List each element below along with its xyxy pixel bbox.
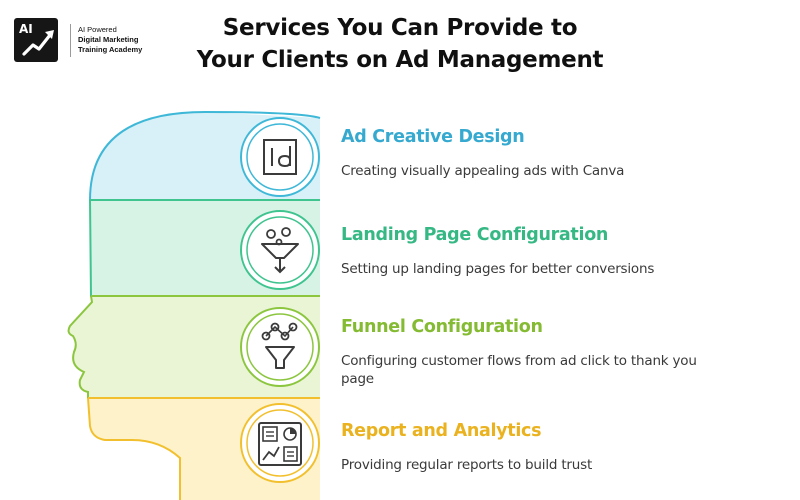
funnel-filter-icon [240,210,320,290]
brand-badge-text: AI [19,22,33,36]
service-item-funnel: Funnel Configuration Configuring custome… [341,316,721,388]
service-title: Funnel Configuration [341,317,543,337]
service-item-report: Report and Analytics Providing regular r… [341,420,761,474]
service-description: Configuring customer flows from ad click… [341,353,697,387]
service-item-ad-creative: Ad Creative Design Creating visually app… [341,126,761,180]
brand-name: AI Powered Digital Marketing Training Ac… [78,25,142,55]
funnel-network-icon [240,307,320,387]
logo-divider [70,24,71,57]
service-description: Providing regular reports to build trust [341,457,593,473]
service-item-landing-page: Landing Page Configuration Setting up la… [341,224,761,278]
head-outline-blue [88,110,321,201]
trend-arrow-icon [22,30,54,56]
id-design-icon [240,117,320,197]
title-line-1: Services You Can Provide to [222,15,578,41]
page-title: Services You Can Provide to Your Clients… [150,12,650,76]
title-line-2: Your Clients on Ad Management [196,47,604,73]
head-outline-yellow [87,397,320,500]
head-outline-green [67,295,320,399]
brand-line-3: Training Academy [78,45,143,54]
service-description: Creating visually appealing ads with Can… [341,163,625,179]
brand-line-2: Digital Marketing [78,35,139,44]
brand-line-1: AI Powered [78,25,117,34]
report-dashboard-icon [240,403,320,483]
brand-logo: AI AI Powered Digital Marketing Training… [14,18,164,62]
service-title: Ad Creative Design [341,127,525,147]
service-title: Report and Analytics [341,421,542,441]
brand-badge: AI [14,18,58,62]
service-title: Landing Page Configuration [341,225,609,245]
service-description: Setting up landing pages for better conv… [341,261,655,277]
